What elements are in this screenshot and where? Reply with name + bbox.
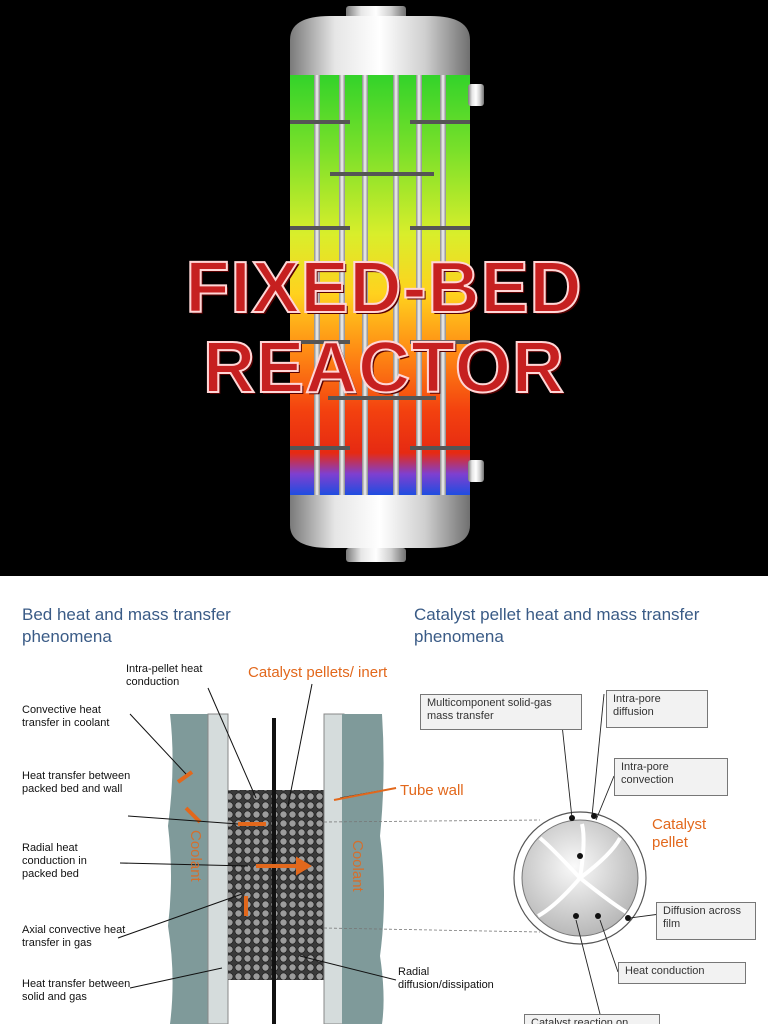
pellet-pores [536,823,628,918]
diagram-panel: Bed heat and mass transfer phenomena Cat… [0,576,768,1024]
label-catalyst-pellet: Catalyst pellet [652,816,707,851]
transfer-arrows [176,770,312,916]
hero-section: FIXED-BED REACTOR [184,6,583,562]
label-diffusion-across-film: Diffusion across film [656,902,756,940]
label-radial-heat-conduction: Radial heat conduction in packed bed [22,842,87,880]
label-multicomponent-mass-transfer: Multicomponent solid-gas mass transfer [420,694,582,730]
label-intra-pellet-conduction: Intra-pellet heat conduction [126,663,203,688]
label-radial-diffusion: Radial diffusion/dissipation [398,966,494,991]
top-head [290,16,470,75]
label-bed-wall-heat-transfer: Heat transfer between packed bed and wal… [22,770,131,795]
reactor-tubes [314,75,446,495]
label-axial-convective: Axial convective heat transfer in gas [22,924,126,949]
baffles [290,120,470,450]
bottom-head [290,495,470,548]
tube-wall-left [207,713,229,1024]
right-heading: Catalyst pellet heat and mass transfer p… [414,605,700,646]
left-heading: Bed heat and mass transfer phenomena [22,605,231,646]
label-intra-pore-diffusion: Intra-pore diffusion [606,690,708,728]
coolant-left [168,714,210,1024]
tube-wall-right [323,713,345,1024]
bottom-nozzle [346,548,406,562]
label-intra-pore-convection: Intra-pore convection [614,758,728,796]
reactor-illustration [290,6,484,562]
transfer-diagram [117,683,661,1024]
label-catalyst-reaction: Catalyst reaction on [524,1014,660,1024]
label-tube-wall: Tube wall [400,782,464,799]
label-coolant-left: Coolant [187,830,204,882]
zoom-lines [323,819,541,933]
tube-wall-pointer [333,787,397,801]
center-rod [272,718,276,1024]
label-heat-conduction: Heat conduction [618,962,746,984]
side-nozzle-bottom [468,460,484,482]
side-nozzle-top [468,84,484,106]
label-catalyst-pellets-inert: Catalyst pellets/ inert [248,664,388,681]
label-solid-gas-heat-transfer: Heat transfer between solid and gas [22,978,131,1003]
label-coolant-right: Coolant [349,840,366,892]
label-convective-heat-transfer: Convective heat transfer in coolant [22,704,110,729]
page-title: FIXED-BED REACTOR [184,247,583,409]
